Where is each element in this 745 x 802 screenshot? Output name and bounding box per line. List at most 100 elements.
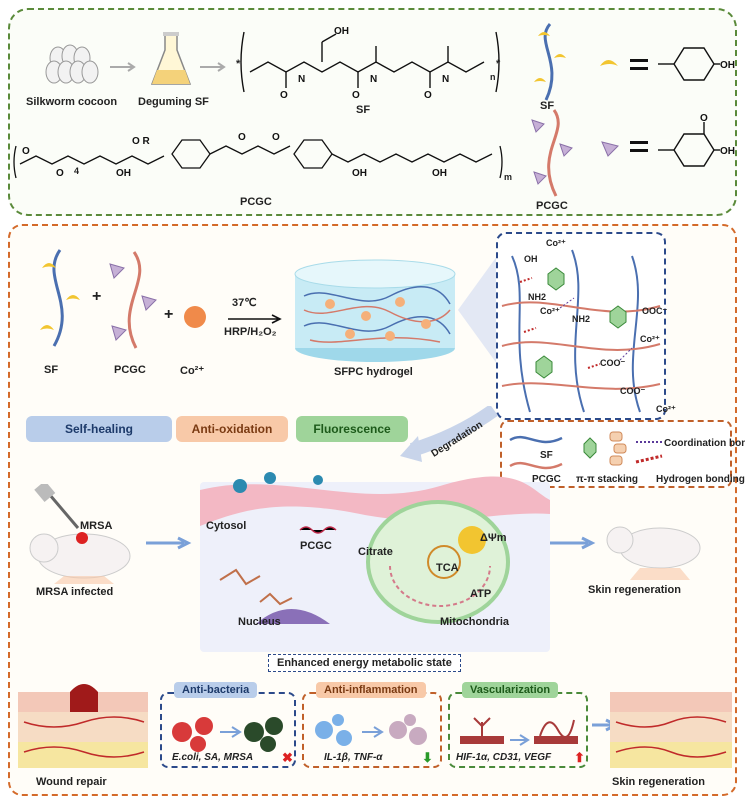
co-ion-label: Co²⁺ — [546, 238, 566, 248]
skin-regeneration-label: Skin regeneration — [588, 584, 681, 596]
sf-label: SF — [44, 364, 59, 376]
vascularization-box: Vascularization — [448, 682, 588, 768]
cytosol-label: Cytosol — [206, 520, 247, 532]
vascularization-title: Vascularization — [462, 682, 559, 698]
subscript-m: m — [504, 172, 513, 182]
equals-icon — [630, 141, 648, 152]
infected-mouse-image — [29, 484, 131, 584]
hydrogel-disc — [294, 259, 456, 362]
legend-box — [500, 420, 732, 488]
ooc-label: OOC⁻ — [642, 306, 668, 316]
silkworm-cocoon-label: Silkworm cocoon — [26, 96, 118, 108]
svg-text:O: O — [56, 168, 64, 179]
plus-sign: + — [92, 288, 102, 305]
vascularization-caption: HIF-1α, CD31, VEGF — [456, 752, 552, 763]
anti-inflammation-caption: IL-1β, TNF-α — [324, 752, 383, 763]
mrsa-infected-label: MRSA infected — [36, 586, 114, 598]
legend-coordination: Coordination bond — [664, 438, 745, 449]
equals-icon — [630, 59, 648, 70]
fluorescence-badge: Fluorescence — [296, 416, 408, 442]
guaiacol-structure: OOH — [658, 113, 735, 167]
catalyst-label: HRP/H₂O₂ — [224, 326, 277, 338]
svg-text:N: N — [442, 74, 449, 85]
anti-bacteria-caption: E.coli, SA, MRSA — [172, 752, 254, 763]
tca-label: TCA — [436, 562, 459, 574]
legend-hydrogen: Hydrogen bonding — [656, 474, 745, 485]
sf-formula-label: SF — [356, 104, 371, 116]
co-ion-label: Co²⁺ — [640, 334, 660, 344]
legend-pi: π-π stacking — [576, 474, 638, 485]
subscript-n: n — [490, 72, 496, 82]
svg-text:O: O — [700, 113, 708, 124]
wound-skin-image — [18, 684, 148, 768]
deguming-sf-label: Deguming SF — [138, 96, 209, 108]
plus-sign: + — [164, 306, 174, 323]
co-ion-label: Co²⁺ — [540, 306, 560, 316]
atp-label: ATP — [470, 588, 492, 600]
cobalt-ion-icon — [184, 306, 206, 328]
svg-text:OH: OH — [334, 26, 349, 37]
temperature-label: 37℃ — [232, 297, 257, 309]
pcgc-chain-icon — [531, 109, 573, 197]
coo-label: COO⁻ — [600, 358, 626, 368]
co-label: Co²⁺ — [180, 365, 205, 377]
svg-text:O: O — [238, 132, 246, 143]
pcgc-chain-icon — [109, 251, 157, 349]
pcgc-chain-label: PCGC — [536, 200, 568, 212]
wound-repair-label: Wound repair — [36, 776, 107, 788]
enhanced-metabolic-state-label: Enhanced energy metabolic state — [268, 654, 461, 672]
skin-regeneration-bottom-label: Skin regeneration — [612, 776, 705, 788]
arrow-icon — [110, 62, 136, 72]
coo-label: COO⁻ — [620, 386, 646, 396]
vessel-image — [460, 717, 578, 746]
anti-bacteria-box: Anti-bacteria — [160, 682, 296, 768]
flask-icon — [150, 32, 192, 85]
arrow-icon — [200, 62, 226, 72]
legend-pcgc: PCGC — [532, 474, 561, 485]
anti-inflammation-title: Anti-inflammation — [316, 682, 426, 698]
legend-chains — [509, 435, 563, 470]
degradation-arrow — [400, 406, 499, 462]
svg-text:N: N — [298, 74, 305, 85]
hydrogel-label: SFPC hydrogel — [334, 366, 413, 378]
anti-inflammation-box: Anti-inflammation — [302, 682, 442, 768]
sf-chain-label: SF — [540, 100, 555, 112]
pi-stacking-icon — [583, 431, 627, 466]
cell-diagram — [200, 472, 550, 624]
sf-chain-icon — [534, 23, 566, 101]
anti-bacteria-title: Anti-bacteria — [174, 682, 258, 698]
materials-panel — [8, 8, 737, 216]
reaction-arrow-icon — [228, 314, 282, 324]
oh-label: OH — [524, 254, 538, 264]
svg-text:O: O — [352, 90, 360, 101]
co-ion-label: Co²⁺ — [656, 404, 676, 414]
mrsa-label: MRSA — [80, 520, 113, 532]
macrophage-image — [315, 714, 427, 746]
arrow-icon — [146, 536, 192, 550]
healed-mouse-image — [606, 526, 701, 580]
citrate-label: Citrate — [358, 546, 393, 558]
svg-text:O: O — [280, 90, 288, 101]
cross-icon: ✖ — [282, 750, 293, 765]
svg-text:O: O — [22, 146, 30, 157]
subscript-4: 4 — [74, 166, 80, 176]
up-arrow-icon: ⬆ — [574, 750, 585, 765]
mitochondria-label: Mitochondria — [440, 616, 510, 628]
svg-text:N: N — [370, 74, 377, 85]
star-right: * — [496, 58, 501, 70]
guaiacol-icon — [601, 141, 619, 157]
pcgc-label: PCGC — [300, 540, 332, 552]
nh2-label: NH2 — [528, 292, 547, 302]
silkworm-cocoon-icon — [45, 44, 99, 84]
bond-legend-icons — [635, 441, 663, 464]
zoom-wedge — [458, 252, 500, 368]
pcgc-formula-label: PCGC — [240, 196, 272, 208]
bacteria-image — [172, 717, 283, 752]
svg-text:O R: O R — [132, 136, 151, 147]
down-arrow-icon: ⬇ — [422, 750, 433, 765]
regenerated-skin-image — [610, 692, 732, 768]
legend-sf: SF — [540, 450, 553, 461]
phenol-structure: OH — [658, 47, 735, 81]
